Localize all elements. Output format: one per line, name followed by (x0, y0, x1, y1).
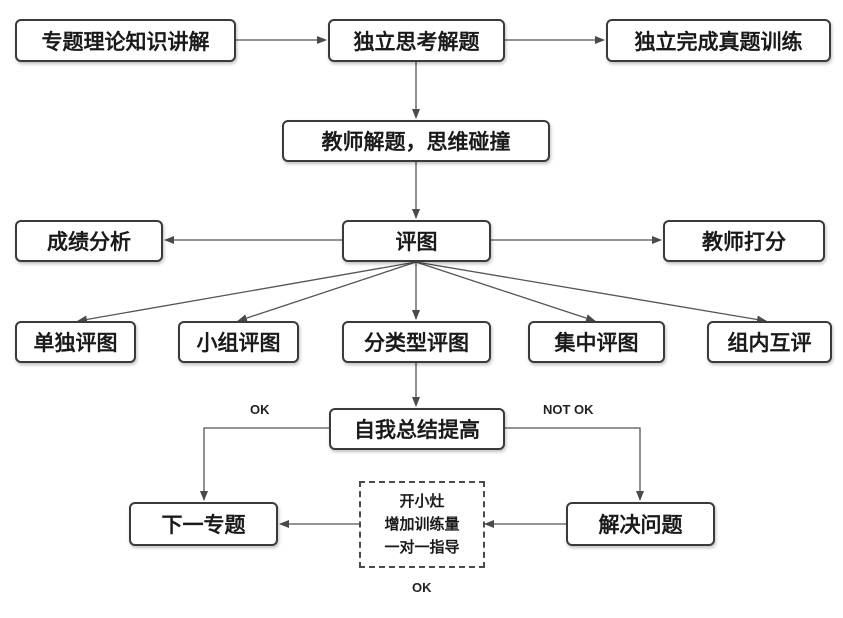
remedial-line: 一对一指导 (384, 538, 460, 556)
edge-evaluate-group (237, 261, 417, 322)
node-lecture: 专题理论知识讲解 (15, 19, 236, 62)
node-evaluate: 评图 (342, 220, 491, 262)
node-single: 单独评图 (15, 321, 136, 363)
edge-summary-solve (505, 427, 644, 501)
node-score: 成绩分析 (15, 220, 163, 262)
node-summary: 自我总结提高 (329, 408, 505, 450)
node-next: 下一专题 (129, 502, 278, 546)
edge-evaluate-peer (415, 261, 767, 324)
node-think: 独立思考解题 (328, 19, 505, 62)
remedial-line: 增加训练量 (384, 515, 460, 533)
edge-evaluate-central (415, 261, 596, 322)
label-ok-left: OK (250, 402, 270, 417)
edge-evaluate-single (77, 261, 417, 324)
remedial-line: 开小灶 (399, 492, 445, 510)
remedial-box: 开小灶 增加训练量 一对一指导 (359, 481, 485, 568)
node-peer: 组内互评 (707, 321, 832, 363)
node-group: 小组评图 (178, 321, 299, 363)
node-solve: 解决问题 (566, 502, 715, 546)
node-central: 集中评图 (528, 321, 665, 363)
label-not-ok: NOT OK (543, 402, 594, 417)
node-teacher-mark: 教师打分 (663, 220, 825, 262)
edge-summary-next (200, 427, 329, 501)
node-category: 分类型评图 (342, 321, 491, 363)
label-ok-bottom: OK (412, 580, 432, 595)
node-teacher-solve: 教师解题，思维碰撞 (282, 120, 550, 162)
node-practice: 独立完成真题训练 (606, 19, 831, 62)
